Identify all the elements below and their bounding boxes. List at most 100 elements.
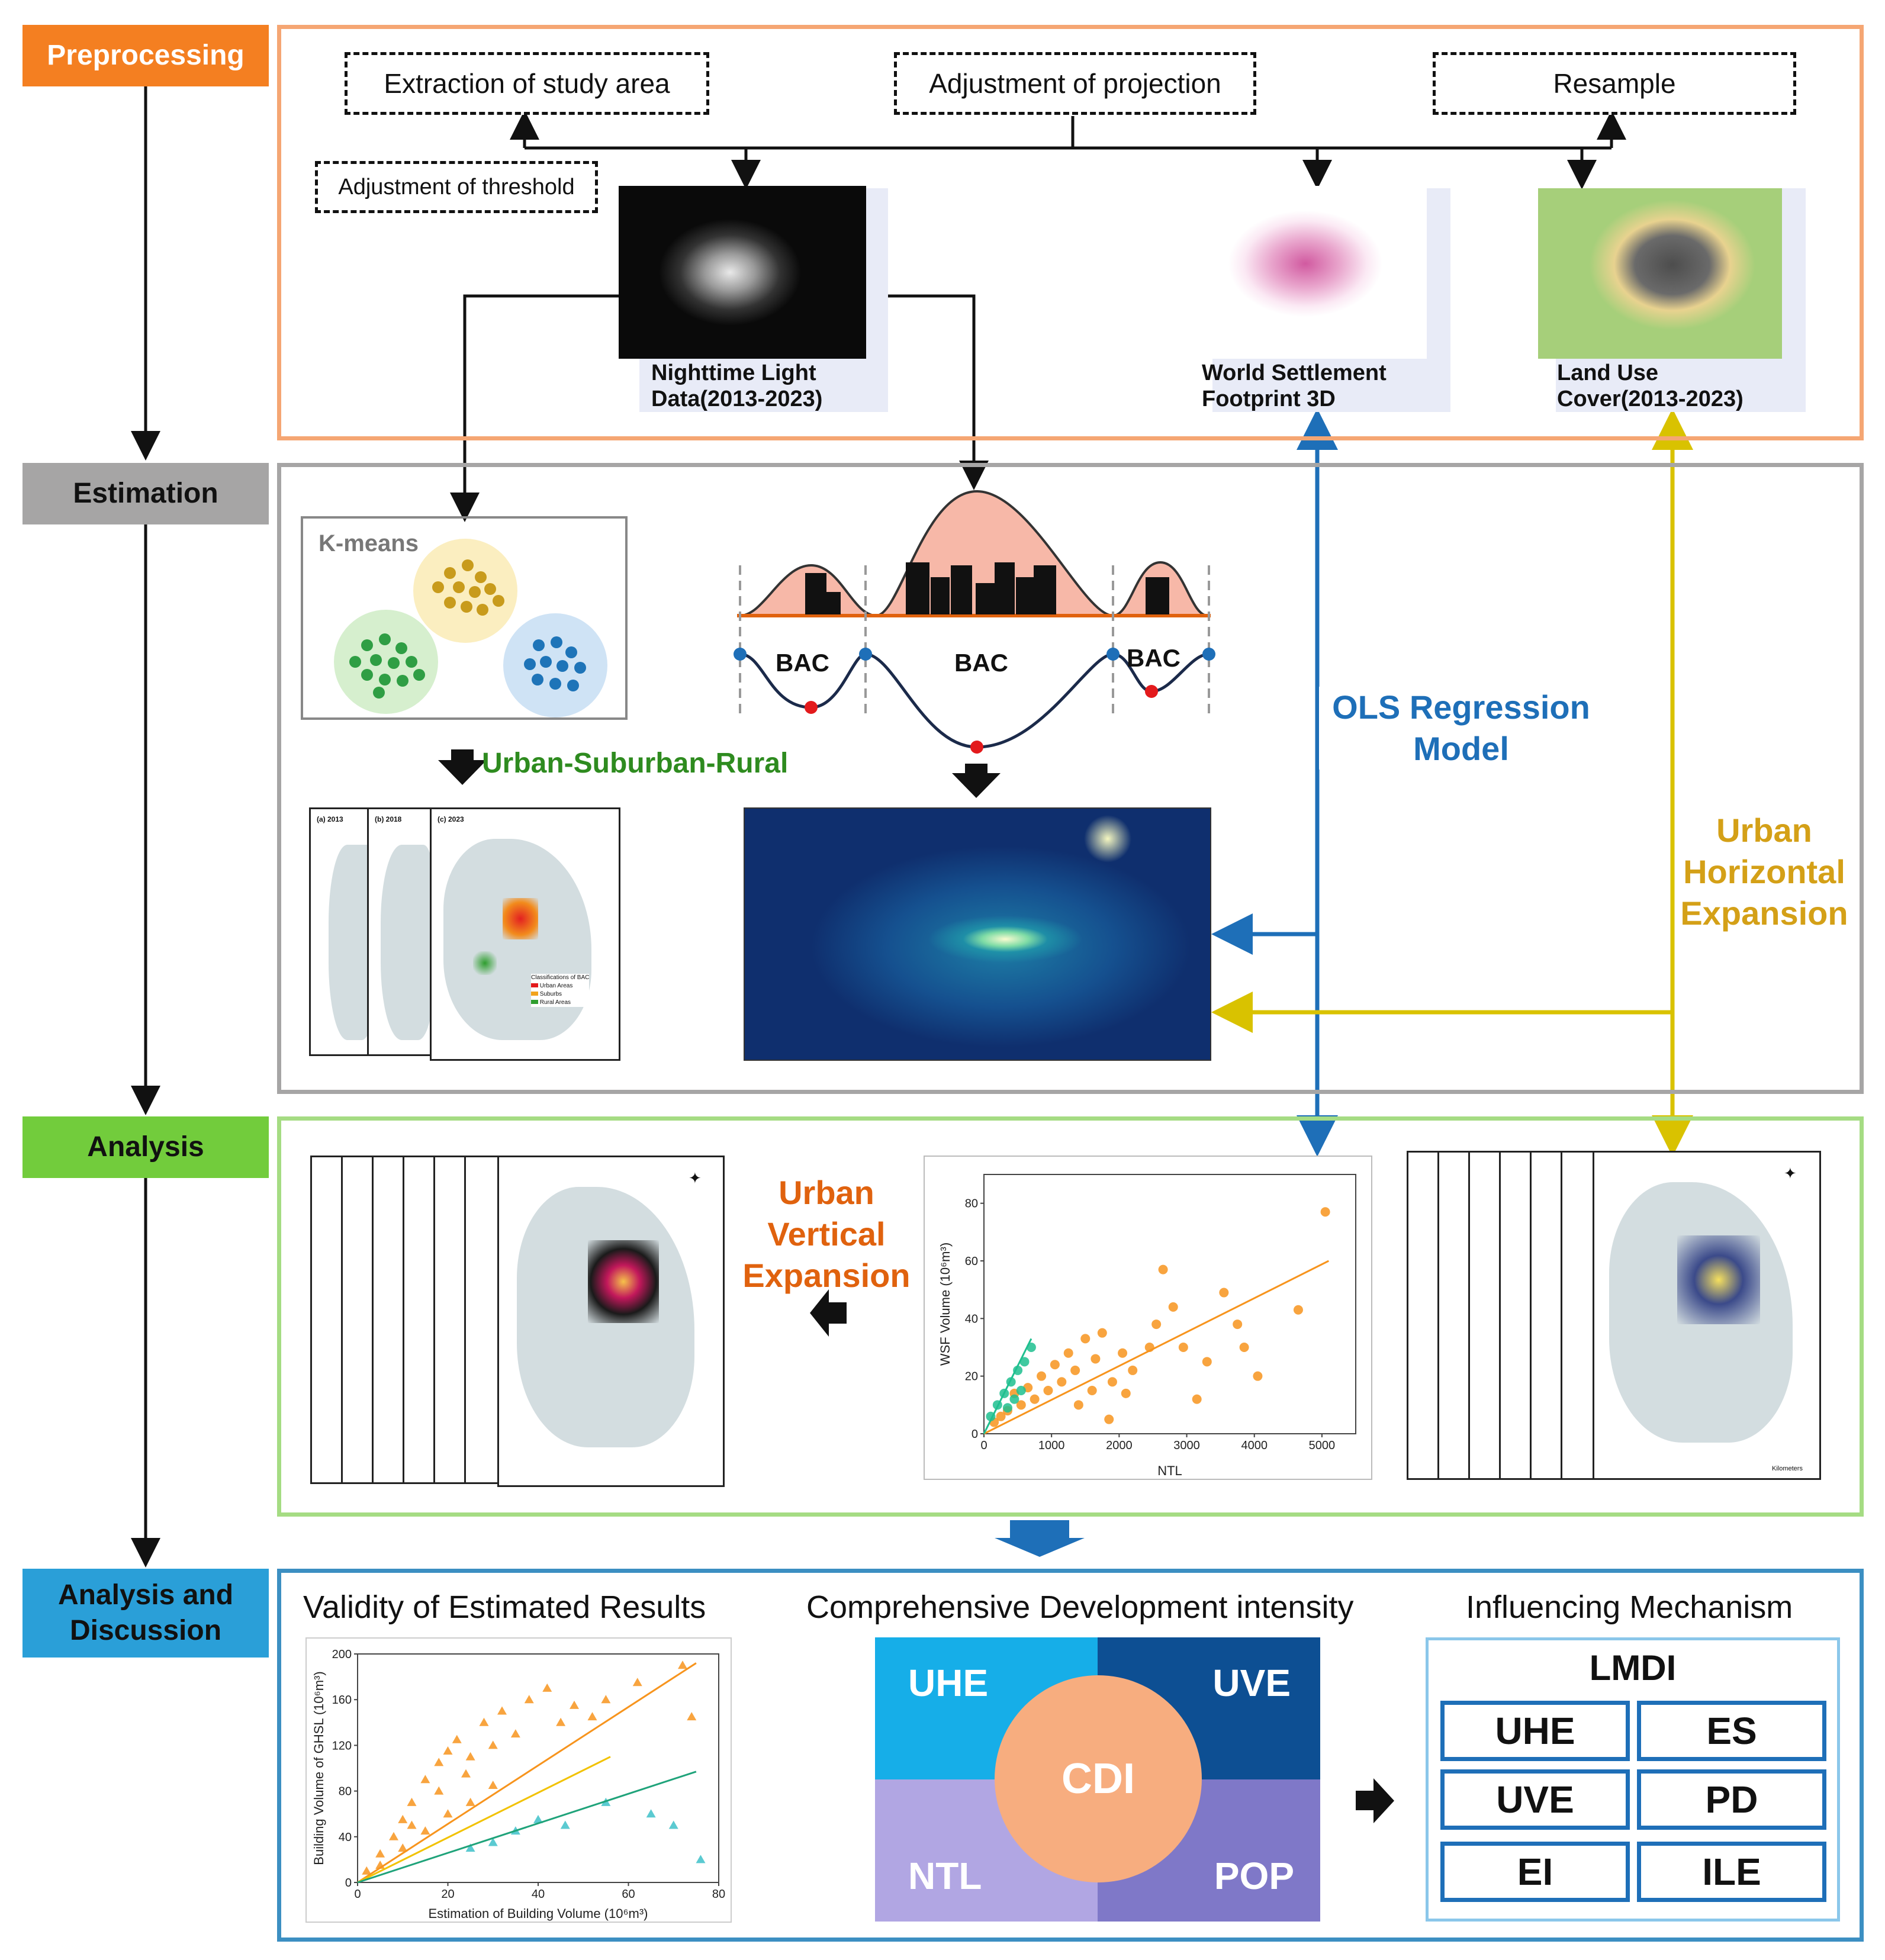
data-point: [1128, 1365, 1138, 1375]
y-tick-label: 40: [339, 1831, 352, 1844]
data-point: [398, 1843, 408, 1852]
data-point: [510, 1729, 520, 1738]
usr-map-b-shape: [381, 845, 434, 1040]
validity-title: Validity of Estimated Results: [303, 1589, 706, 1625]
data-point: [434, 1758, 444, 1766]
data-point: [1253, 1371, 1263, 1381]
luc-caption: Land Use Cover(2013-2023): [1557, 360, 1744, 412]
stage-estimation: Estimation: [22, 463, 269, 524]
data-point: [1016, 1400, 1026, 1410]
data-point: [1013, 1365, 1023, 1375]
data-point: [375, 1849, 385, 1858]
mech-item-uhe: UHE: [1440, 1701, 1630, 1761]
x-tick-label: 80: [712, 1888, 725, 1901]
x-tick-label: 20: [441, 1888, 454, 1901]
data-point: [696, 1855, 706, 1864]
data-point: [488, 1837, 498, 1846]
y-axis-label: Building Volume of GHSL (10⁶m³): [311, 1671, 326, 1865]
data-point: [533, 1814, 543, 1823]
panel-estimation: [277, 463, 1864, 1094]
stage-discussion-line1: Analysis and: [57, 1579, 234, 1611]
usr-label: Urban-Suburban-Rural: [482, 748, 789, 779]
y-axis-label: WSF Volume (10⁶m³): [938, 1243, 953, 1366]
data-point: [601, 1695, 611, 1704]
stage-preprocessing: Preprocessing: [22, 25, 269, 86]
data-point: [452, 1734, 462, 1743]
usr-map-c-rural: [473, 951, 497, 975]
y-tick-label: 80: [339, 1785, 352, 1798]
data-point: [1009, 1394, 1019, 1404]
y-tick-label: 40: [965, 1312, 978, 1325]
ols-label-line1: OLS Regression: [1332, 688, 1590, 726]
bac-heatmap: [744, 807, 1211, 1061]
x-tick-label: 3000: [1173, 1439, 1200, 1452]
cdi-center-label: CDI: [1061, 1755, 1135, 1803]
data-point: [1070, 1365, 1080, 1375]
ntl-to-estimation: [450, 294, 989, 522]
cdi-diagram: UHE UVE NTL POP CDI: [875, 1637, 1320, 1922]
threshold-box: Adjustment of threshold: [315, 161, 598, 213]
data-point: [443, 1809, 453, 1818]
trend-line: [357, 1771, 697, 1884]
data-point: [1002, 1403, 1012, 1413]
data-point: [362, 1866, 372, 1875]
panel-discussion: [277, 1569, 1864, 1942]
usr-map-c-urban: [503, 898, 538, 939]
data-point: [407, 1820, 417, 1829]
data-point: [434, 1786, 444, 1795]
data-point: [1087, 1386, 1097, 1395]
data-point: [398, 1814, 408, 1823]
uve-label-line2: Vertical: [767, 1215, 886, 1253]
data-point: [1192, 1394, 1202, 1404]
arrow-left-uve: [810, 1289, 847, 1337]
x-tick-label: 1000: [1038, 1439, 1065, 1452]
uhe-label-line3: Expansion: [1680, 894, 1848, 932]
uhe-label-line2: Horizontal: [1683, 853, 1845, 890]
data-point: [524, 1695, 534, 1704]
data-point: [1019, 1357, 1030, 1367]
usr-map-c-label: (c) 2023: [438, 815, 464, 823]
usr-map-b-label: (b) 2018: [375, 815, 402, 823]
uve-map-hotspot: [588, 1240, 659, 1323]
usr-legend-suburbs-label: Suburbs: [539, 991, 562, 997]
data-point: [479, 1717, 489, 1726]
usr-legend-rural: Rural Areas: [531, 999, 589, 1007]
data-point: [996, 1411, 1006, 1421]
data-point: [687, 1712, 697, 1721]
data-point: [389, 1832, 398, 1840]
x-axis-label: Estimation of Building Volume (10⁶m³): [429, 1906, 648, 1921]
wsf-caption: World Settlement Footprint 3D: [1202, 360, 1387, 412]
mech-item-uve: UVE: [1440, 1769, 1630, 1830]
data-point: [1037, 1371, 1047, 1381]
data-point: [420, 1775, 430, 1784]
data-point: [1107, 1377, 1117, 1387]
data-point: [1091, 1354, 1101, 1364]
data-point: [488, 1740, 498, 1749]
luc-caption-line1: Land Use: [1557, 361, 1659, 385]
y-tick-label: 120: [332, 1739, 352, 1752]
usr-legend-urban-label: Urban Areas: [539, 983, 573, 989]
mech-item-ile-label: ILE: [1702, 1850, 1761, 1893]
trend-line: [357, 1756, 611, 1884]
y-tick-label: 0: [972, 1428, 978, 1441]
mech-item-ile: ILE: [1637, 1842, 1826, 1902]
bac-label-1: BAC: [776, 649, 829, 677]
mech-title: Influencing Mechanism: [1466, 1589, 1793, 1625]
mech-item-es-label: ES: [1706, 1710, 1757, 1752]
bac-label-3: BAC: [1127, 644, 1180, 672]
mech-item-pd: PD: [1637, 1769, 1826, 1830]
data-point: [1320, 1207, 1330, 1217]
trend-line: [983, 1338, 1032, 1434]
data-point: [1219, 1288, 1229, 1298]
data-point: [587, 1712, 597, 1721]
data-point: [560, 1820, 570, 1829]
luc-caption-line2: Cover(2013-2023): [1557, 387, 1744, 411]
data-point: [1050, 1360, 1060, 1370]
trend-line: [983, 1260, 1329, 1435]
uhe-scale-label: Kilometers: [1772, 1465, 1803, 1472]
uhe-connector: [1211, 408, 1693, 1157]
mech-item-uhe-label: UHE: [1495, 1710, 1575, 1752]
